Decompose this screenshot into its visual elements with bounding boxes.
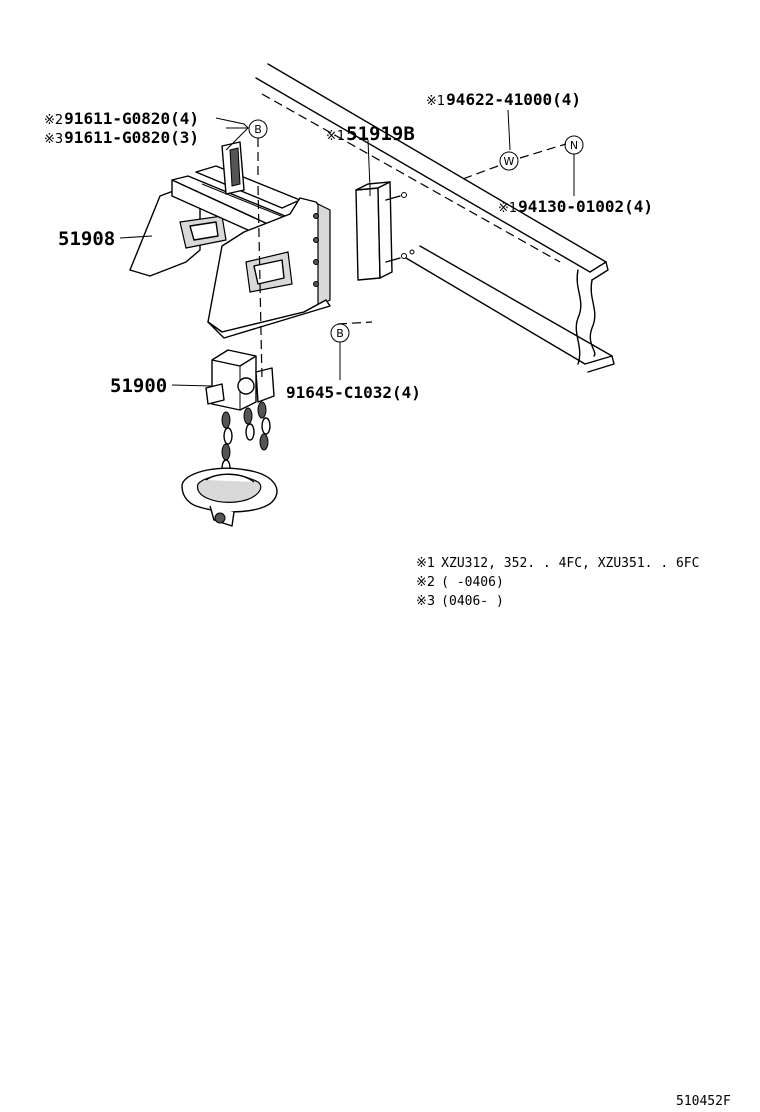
chain (221, 401, 271, 477)
svg-text:B: B (254, 123, 262, 136)
tag-w: W (499, 151, 519, 171)
illustration-code: 510452F (676, 1094, 731, 1109)
callout-94622-41000: ※194622-41000(4) (426, 90, 581, 109)
callout-51900: 51900 (110, 375, 167, 397)
note-2: ※2( -0406) (416, 575, 504, 590)
note-3: ※3(0406- ) (416, 594, 504, 609)
svg-text:W: W (504, 155, 515, 168)
spare-tire-hanger (181, 349, 278, 527)
tag-b-bottom: B (330, 323, 350, 343)
callout-94130-01002: ※194130-01002(4) (498, 197, 653, 216)
leader-lines (119, 109, 575, 387)
callout-51908: 51908 (58, 228, 115, 250)
svg-text:N: N (570, 139, 578, 152)
spare-tire-carrier-bracket (129, 141, 331, 339)
callout-91645-c1032: 91645-C1032(4) (286, 383, 421, 402)
frame-rail (255, 63, 615, 373)
callout-91611-g0820-3: ※391611-G0820(3) (44, 128, 199, 147)
plate-51919b (355, 181, 415, 281)
callout-91611-g0820-4: ※291611-G0820(4) (44, 109, 199, 128)
callout-51919b: ※151919B (326, 123, 415, 145)
tag-b-top: B (248, 119, 268, 139)
svg-text:B: B (336, 327, 344, 340)
tag-n: N (564, 135, 584, 155)
